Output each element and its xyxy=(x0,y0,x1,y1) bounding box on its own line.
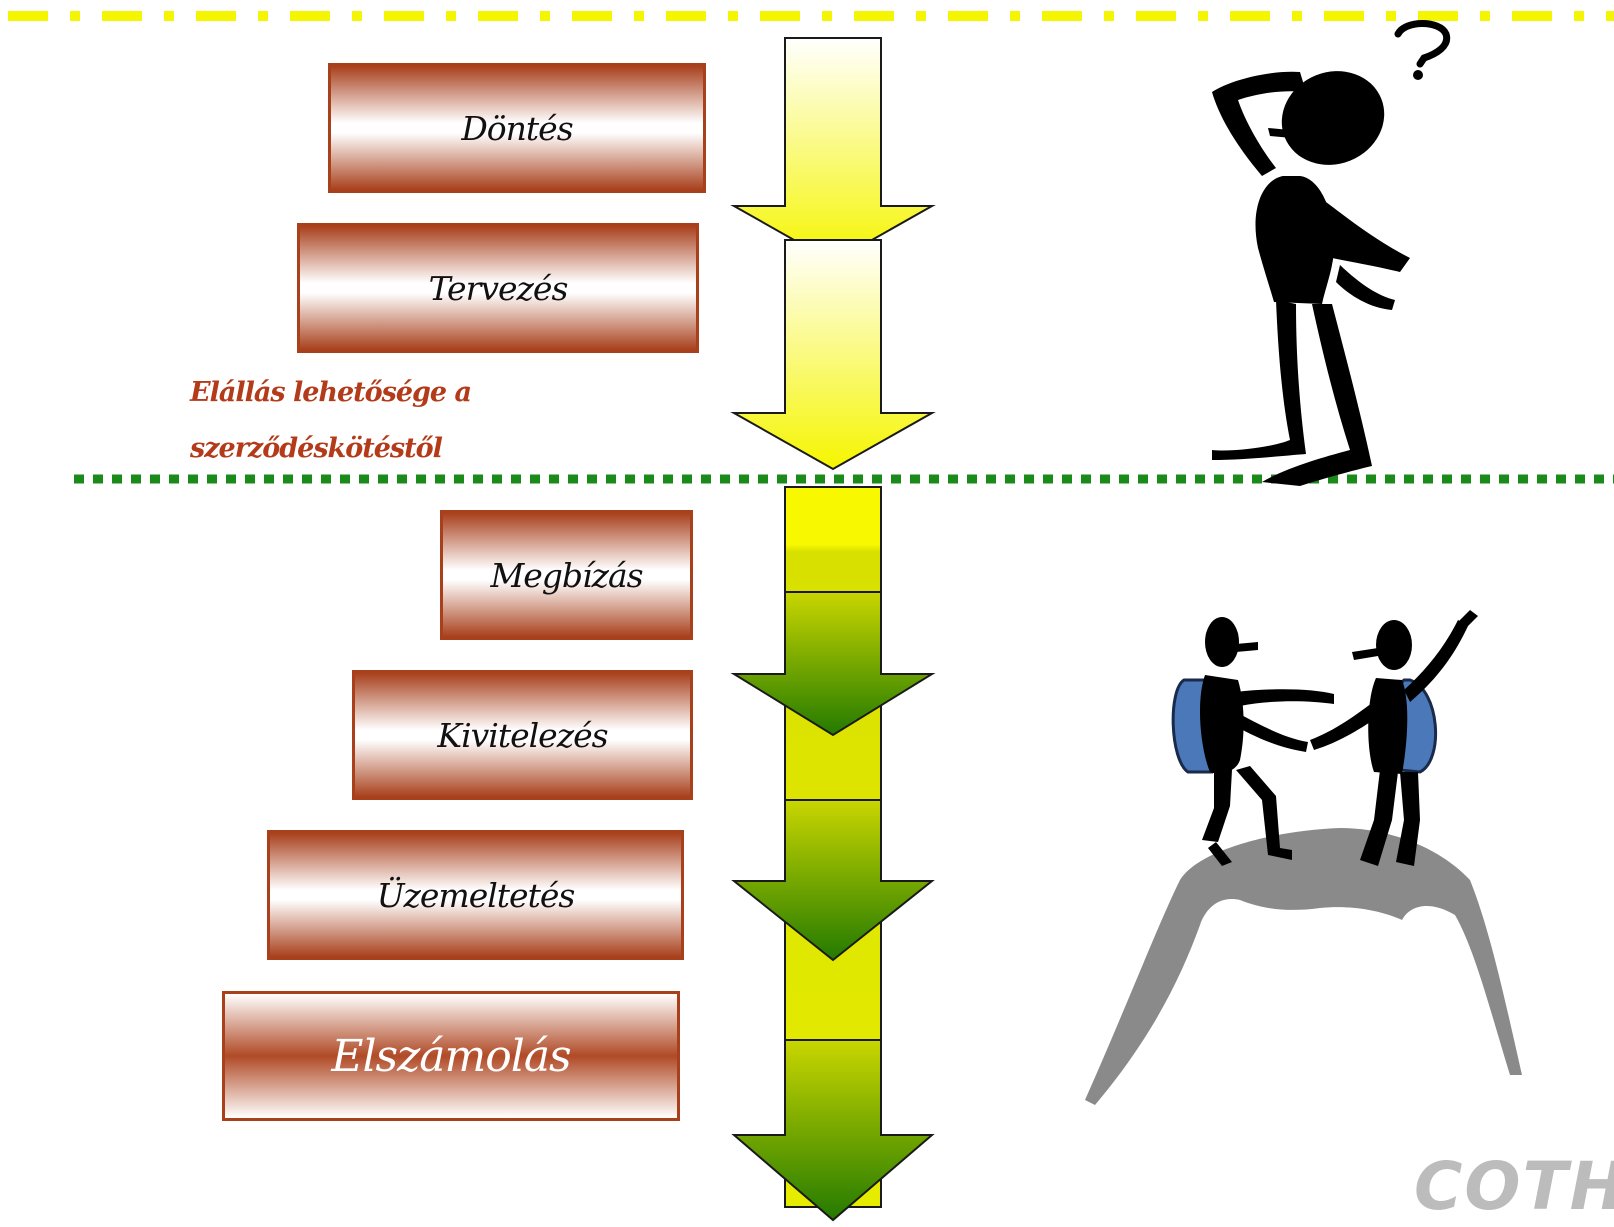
arrow-2 xyxy=(730,239,936,471)
planning-arrows xyxy=(730,37,936,471)
arrowhead-3 xyxy=(731,1039,935,1222)
hikers-on-summit-icon xyxy=(1085,610,1522,1105)
step-uzemeltetes-label: Üzemeltetés xyxy=(376,875,576,915)
step-elszamolas-label: Elszámolás xyxy=(331,1030,571,1082)
arrowhead-2 xyxy=(731,799,935,962)
withdrawal-note-line-2: szerződéskötéstől xyxy=(190,433,443,464)
withdrawal-note-line-1: Elállás lehetősége a xyxy=(190,377,472,408)
step-kivitelezes-label: Kivitelezés xyxy=(437,715,608,755)
step-megbizas-label: Megbízás xyxy=(490,555,643,595)
thinking-person-icon xyxy=(1212,20,1451,486)
step-uzemeltetes: Üzemeltetés xyxy=(267,830,684,960)
summit-rock xyxy=(1085,828,1522,1105)
arrowhead-1 xyxy=(730,591,936,737)
step-tervezes-label: Tervezés xyxy=(428,268,569,308)
brand-watermark: COTH xyxy=(1414,1148,1614,1225)
step-elszamolas: Elszámolás xyxy=(222,991,680,1121)
execution-arrows xyxy=(730,486,936,1222)
step-dontes: Döntés xyxy=(328,63,706,193)
step-tervezes: Tervezés xyxy=(297,223,699,353)
step-kivitelezes: Kivitelezés xyxy=(352,670,693,800)
arrow-1 xyxy=(730,37,936,264)
step-megbizas: Megbízás xyxy=(440,510,693,640)
withdrawal-note: Elállás lehetősége a szerződéskötéstől xyxy=(190,365,472,477)
step-dontes-label: Döntés xyxy=(461,108,573,148)
